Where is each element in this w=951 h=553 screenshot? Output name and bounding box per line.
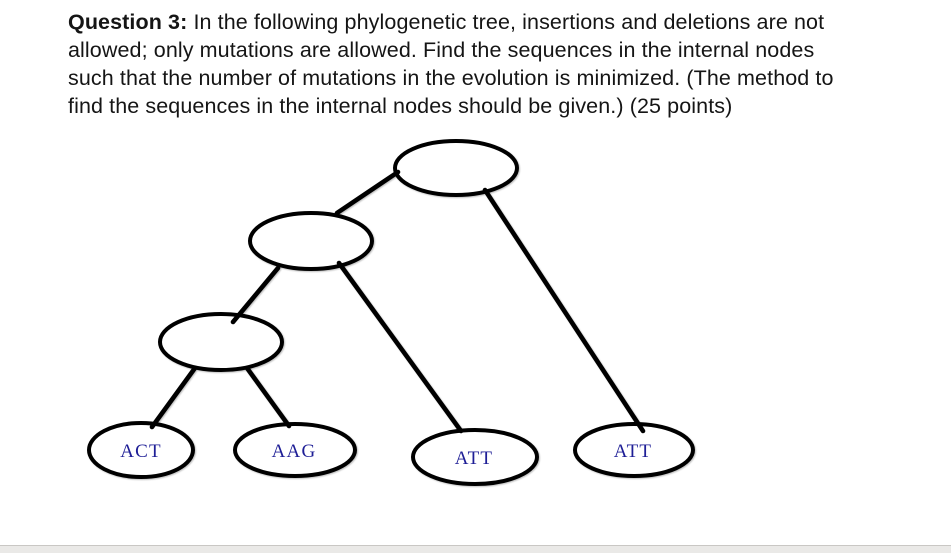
edge-internal-2-leaf-aag: [244, 365, 292, 429]
node-leaf-act: [87, 421, 195, 479]
node-leaf-att-2: [573, 422, 695, 478]
edge-internal-2-leaf-act: [149, 365, 198, 430]
node-leaf-att-1: [411, 428, 539, 486]
edge-internal-1-internal-2: [230, 265, 281, 325]
question-line-2: allowed; only mutations are allowed. Fin…: [68, 38, 815, 62]
leaf-label-aag: AAG: [272, 441, 317, 462]
node-root: [393, 139, 519, 197]
question-line-1-text: In the following phylogenetic tree, inse…: [193, 10, 825, 34]
question-line-1: Question 3: In the following phylogeneti…: [68, 8, 834, 36]
leaf-label-att-1: ATT: [455, 448, 493, 469]
question-line-4: find the sequences in the internal nodes…: [68, 94, 733, 118]
tree-shapes: [87, 139, 695, 486]
leaf-label-act: ACT: [120, 441, 162, 462]
window-bottom-edge: [0, 545, 951, 553]
node-internal-1: [248, 211, 374, 271]
question-text: Question 3: In the following phylogeneti…: [68, 8, 834, 120]
leaf-label-att-2: ATT: [614, 441, 652, 462]
edge-root-internal-1: [334, 169, 401, 216]
node-internal-2: [158, 312, 284, 372]
node-leaf-aag: [233, 422, 357, 478]
edge-internal-1-leaf-att-1: [336, 260, 464, 434]
question-line-3: such that the number of mutations in the…: [68, 66, 834, 90]
question-label: Question 3:: [68, 10, 188, 34]
tree-labels: ACT AAG ATT ATT: [120, 441, 652, 469]
edge-root-leaf-att-2: [482, 187, 646, 434]
